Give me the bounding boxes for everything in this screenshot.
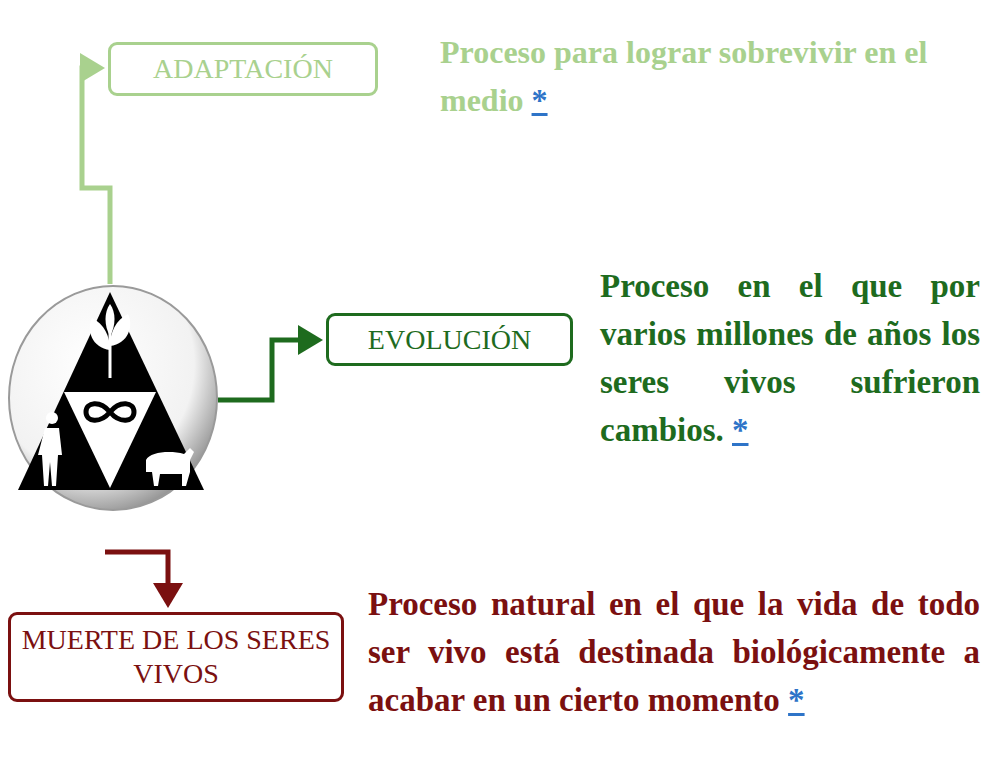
description-text: Proceso para lograr sobrevivir en el med… [440,28,945,124]
description-text: Proceso en el que por varios millones de… [600,262,980,454]
logo-icon [9,286,217,510]
leader-line [218,340,318,400]
description-text: Proceso natural en el que la vida de tod… [368,580,980,724]
reference-link: * [788,682,805,718]
box-label: MUERTE DE LOS SERES VIVOS [11,623,341,690]
definition-text: Proceso para lograr sobrevivir en el med… [440,34,927,118]
reference-link: * [732,412,749,448]
definition-text: Proceso en el que por varios millones de… [600,268,980,448]
concept-box: EVOLUCIÓN [326,313,573,366]
box-label: EVOLUCIÓN [368,323,531,357]
concept-box: MUERTE DE LOS SERES VIVOS [8,612,344,702]
leader-line [105,552,168,603]
box-label: ADAPTACIÓN [153,52,333,86]
reference-link: * [532,82,548,118]
concept-box: ADAPTACIÓN [108,42,378,96]
definition-text: Proceso natural en el que la vida de tod… [368,586,980,718]
leader-line [82,68,110,284]
